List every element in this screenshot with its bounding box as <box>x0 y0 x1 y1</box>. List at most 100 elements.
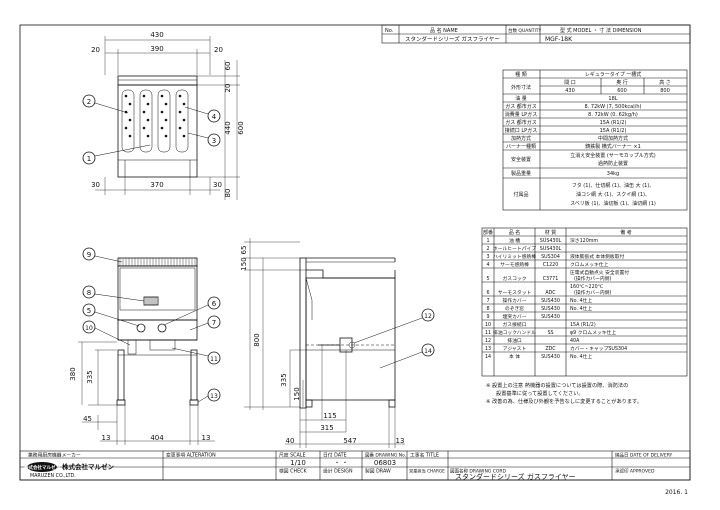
parts-cell: No. 4仕上 <box>570 353 592 360</box>
spec-row-label: バーナー種類 <box>506 143 536 150</box>
parts-cell: 排油口 <box>507 337 522 344</box>
svg-text:3: 3 <box>212 137 216 145</box>
dim-label: 20 <box>224 84 232 93</box>
header-no-label: No. <box>385 28 394 34</box>
spec-row-label: 付属品 <box>513 191 528 198</box>
drawing-no-label: 図番 DRAWING No. <box>365 452 406 459</box>
parts-cell: SUS430L <box>540 238 562 244</box>
parts-cell: SUS430L <box>540 246 562 252</box>
header-model-label: 型 式 MODEL ・ 寸 法 DIMENSION <box>560 27 642 34</box>
dim-label: 600 <box>237 121 245 134</box>
drawing-name-label: 図面名称 DRAWING CORD <box>450 468 507 475</box>
parts-cell: 油 槽 <box>509 237 520 244</box>
dim-label: 13 <box>202 434 211 442</box>
parts-cell: 14 <box>485 354 491 360</box>
callout-5: 5 <box>82 303 140 327</box>
parts-cell: SS <box>547 330 553 336</box>
front-view-lower: 380 335 45 13 404 13 9 5 10 <box>69 247 221 445</box>
note-line: ※ 設置上の注意 熱機器の設置については設置の際、消防法の <box>486 381 628 389</box>
dim-label: 30 <box>91 181 100 189</box>
spec-row-value: 油コシ網 大 (1)、スクイ網 (1)、 <box>576 191 650 198</box>
scale-value: 1/10 <box>290 459 306 467</box>
callout-6: 6 <box>163 296 221 326</box>
dim-label: 390 <box>150 45 163 53</box>
delivery-label: 納品日 DATE OF DELIVERY <box>615 452 673 459</box>
dim-label: 80 <box>224 189 232 198</box>
dim-label: 370 <box>150 181 163 189</box>
spec-row-label: 油 量 <box>515 95 527 102</box>
parts-cell: 11 <box>485 330 491 336</box>
parts-cell: 7 <box>486 298 489 304</box>
dim-label: 60 <box>224 62 232 71</box>
spec-row-value: 15A (R1/2) <box>600 120 627 126</box>
parts-cell: SUS304 <box>541 254 560 260</box>
header-name-label: 品 名 NAME <box>430 27 458 34</box>
parts-cell: C3771 <box>543 276 559 282</box>
parts-cell: 5 <box>486 276 489 282</box>
callout-10: 10 <box>82 320 131 346</box>
drawing-year: 2016. 1 <box>665 489 688 496</box>
parts-cell: 操作カバー <box>503 297 527 304</box>
header-product-name: スタンダードシリーズ ガスフライヤー <box>405 35 500 43</box>
spec-row-value: 8. 72kW (0. 62kg/h) <box>588 112 638 118</box>
dim-label: 13 <box>396 437 405 445</box>
header-model: MGF-18K <box>545 36 573 43</box>
svg-text:14: 14 <box>424 348 432 355</box>
spec-subheader: 間 口 <box>564 80 576 86</box>
parts-header-cell: 材 質 <box>545 229 557 236</box>
dim-label: 380 <box>69 367 77 380</box>
spec-table: 種 類 レギュラータイプ 一槽式 外形寸法 間 口 奥 行 高 さ 430 60… <box>502 69 688 211</box>
dim-label: 335 <box>86 370 94 383</box>
dim-label: 40 <box>286 437 295 445</box>
parts-cell: C1220 <box>543 262 559 268</box>
callout-3: 3 <box>187 132 221 147</box>
spec-row-label: 加熱方式 <box>511 135 531 142</box>
dim-label: 30 <box>213 181 222 189</box>
parts-cell: No. 4仕上 <box>570 297 592 304</box>
company-name: 株式会社マルゼン <box>62 462 115 471</box>
parts-cell: 煙突カバー <box>503 313 527 320</box>
approved-label: 承認印 APPROVED <box>615 468 655 475</box>
parts-cell: 160℃~220℃ <box>570 284 604 290</box>
svg-text:2: 2 <box>87 98 91 106</box>
draw-label: 製図 DRAW <box>365 468 391 475</box>
parts-cell: 1 <box>486 238 489 244</box>
parts-cell: ADC <box>545 290 556 296</box>
parts-cell: クロムメッキ仕上 <box>570 261 609 268</box>
spec-row-value: 過熱防止装置 <box>598 160 628 167</box>
parts-cell: No. 4仕上 <box>570 305 592 312</box>
spec-subvalue: 600 <box>617 88 627 94</box>
spec-row-value: 15A (R1/2) <box>600 128 627 134</box>
company-en: MARUZEN CO.,LTD. <box>30 473 76 479</box>
svg-text:13: 13 <box>210 393 218 400</box>
dim-label: 430 <box>150 31 163 39</box>
parts-cell: SUS430 <box>541 354 560 360</box>
sheet-frame <box>19 24 691 481</box>
parts-cell: 13 <box>485 346 491 352</box>
callout-7: 7 <box>189 315 221 331</box>
parts-cell: カバー・キャップSUS304 <box>570 346 627 352</box>
spec-row-label: ガス 都市ガス <box>505 103 537 110</box>
parts-cell: 圧電式自動点火 安全装置付 <box>570 269 629 276</box>
parts-cell: ガス接続口 <box>503 321 527 328</box>
spec-row-value: 34kg <box>607 171 619 177</box>
svg-text:5: 5 <box>87 307 91 315</box>
callout-14: 14 <box>379 343 435 369</box>
svg-text:9: 9 <box>87 251 91 259</box>
date-value: ・ ・ <box>334 460 348 467</box>
parts-cell: 4 <box>486 262 489 268</box>
callout-4: 4 <box>184 106 221 123</box>
spec-subheader: 奥 行 <box>616 79 628 86</box>
dim-label: 440 <box>224 121 232 134</box>
spec-row-value: 鋳鉄製 横式バーナー ×1 <box>585 143 641 150</box>
parts-cell: ハイリミット感熱棒 <box>493 253 536 260</box>
note-line: ※ 改善の為、仕様及び外観を予告なしに変更することがあります。 <box>486 397 642 405</box>
company-header: 業務用厨房機器メーカー <box>28 452 81 459</box>
parts-cell: アジャスト <box>503 346 527 352</box>
callout-13: 13 <box>197 388 221 403</box>
parts-cell: 12 <box>485 338 491 344</box>
charge-label: 営業担当 CHARGE <box>409 468 445 475</box>
parts-cell: φ9 クロムメッキ仕上 <box>570 329 616 336</box>
